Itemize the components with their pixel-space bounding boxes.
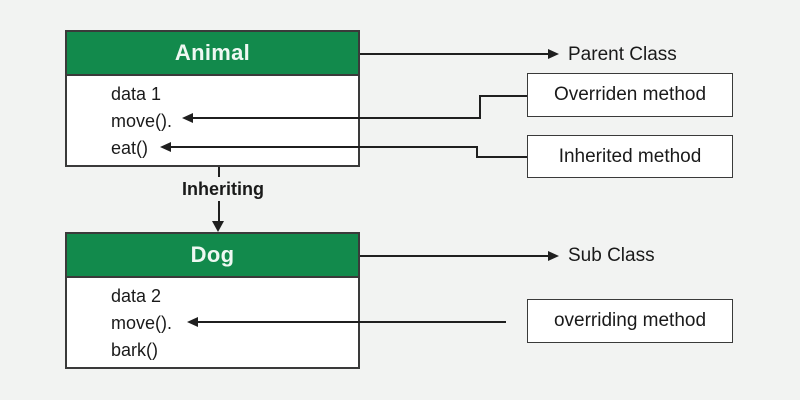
overriding-method-box: overriding method <box>527 299 733 343</box>
class-box-dog: Dog data 2 move(). bark() <box>65 232 360 369</box>
overriden-method-label: Overriden method <box>553 84 707 105</box>
inherited-method-label: Inherited method <box>558 145 702 167</box>
sub-class-arrow-line <box>360 255 548 257</box>
overriden-connector-seg1 <box>479 95 527 97</box>
parent-class-label: Parent Class <box>568 44 677 65</box>
class-box-animal: Animal data 1 move(). eat() <box>65 30 360 167</box>
inherited-connector-seg2 <box>476 146 478 158</box>
animal-member-data1: data 1 <box>111 84 162 104</box>
animal-class-title: Animal <box>174 40 251 65</box>
inheriting-label: Inheriting <box>168 177 278 201</box>
overriden-connector-seg3 <box>193 117 481 119</box>
inherited-connector-seg3 <box>476 156 527 158</box>
animal-class-header: Animal <box>67 32 358 74</box>
overriden-method-box: Overriden method <box>527 73 733 117</box>
animal-member-eat: eat() <box>111 138 149 158</box>
parent-class-arrowhead-icon <box>548 49 559 59</box>
overriding-arrowhead-icon <box>187 317 198 327</box>
sub-class-label: Sub Class <box>568 245 655 266</box>
inherited-method-box: Inherited method <box>527 135 733 178</box>
dog-member-data2: data 2 <box>111 286 162 306</box>
overriding-connector-line <box>198 321 506 323</box>
parent-class-arrow-line <box>360 53 548 55</box>
overriden-connector-seg2 <box>479 95 481 119</box>
sub-class-arrowhead-icon <box>548 251 559 261</box>
inherited-connector-seg1 <box>171 146 478 148</box>
dog-class-header: Dog <box>67 234 358 276</box>
animal-member-move: move(). <box>111 111 173 131</box>
overriding-method-label: overriding method <box>553 310 707 331</box>
inheriting-arrowhead-icon <box>212 221 224 232</box>
dog-member-move: move(). <box>111 313 173 333</box>
inherited-arrowhead-icon <box>160 142 171 152</box>
dog-member-bark: bark() <box>111 340 159 360</box>
overriden-arrowhead-icon <box>182 113 193 123</box>
dog-class-title: Dog <box>190 242 235 267</box>
animal-class-body: data 1 move(). eat() <box>67 74 358 165</box>
